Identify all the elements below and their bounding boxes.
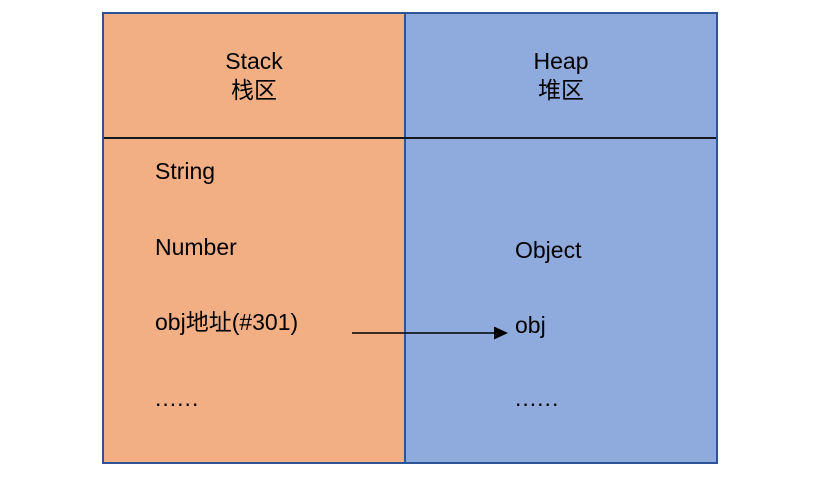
heap-header-title-en: Heap bbox=[533, 48, 589, 75]
heap-body-cell: Object obj ...... bbox=[404, 139, 716, 462]
stack-body-cell: String Number obj地址(#301) ...... bbox=[104, 139, 404, 462]
stack-entry-obj-address: obj地址(#301) bbox=[155, 309, 299, 335]
stack-entry-ellipsis: ...... bbox=[155, 385, 200, 411]
stack-header-title-zh: 栈区 bbox=[231, 76, 277, 103]
heap-header-title-zh: 堆区 bbox=[538, 76, 584, 103]
heap-entry-obj: obj bbox=[515, 312, 546, 338]
diagram-header-row: Stack 栈区 Heap 堆区 bbox=[104, 14, 716, 137]
stack-entry-string: String bbox=[155, 158, 216, 184]
memory-model-diagram: Stack 栈区 Heap 堆区 String Number obj地址(#30… bbox=[102, 12, 718, 464]
stack-header-cell: Stack 栈区 bbox=[104, 14, 404, 137]
stack-entry-number: Number bbox=[155, 234, 237, 260]
heap-entry-ellipsis: ...... bbox=[515, 385, 560, 411]
stack-header-title-en: Stack bbox=[225, 48, 283, 75]
heap-header-cell: Heap 堆区 bbox=[404, 14, 716, 137]
diagram-body-row: String Number obj地址(#301) ...... Object … bbox=[104, 137, 716, 462]
heap-entry-object: Object bbox=[515, 237, 582, 263]
